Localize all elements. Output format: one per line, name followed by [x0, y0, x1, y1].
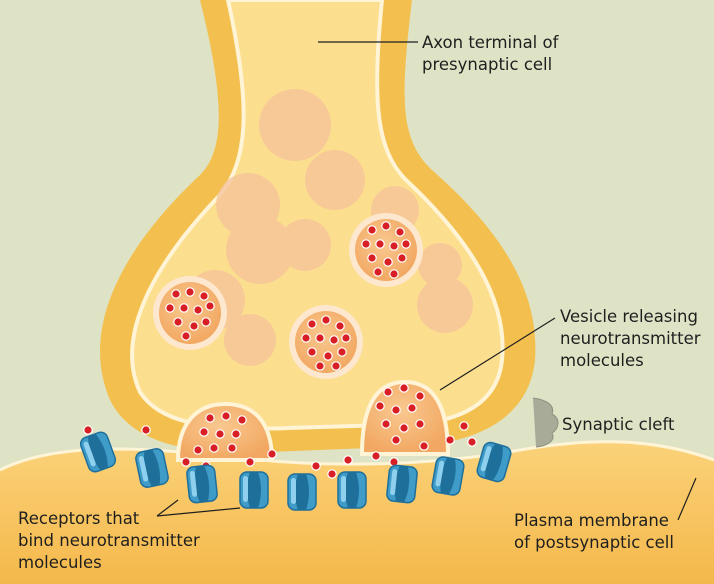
faint-vesicle	[418, 243, 462, 287]
neurotransmitter-dot	[228, 444, 236, 452]
neurotransmitter-dot	[402, 240, 410, 248]
neurotransmitter-dot	[172, 290, 180, 298]
neurotransmitter-dot	[174, 318, 182, 326]
neurotransmitter-dot	[446, 436, 454, 444]
neurotransmitter-dot	[308, 348, 316, 356]
neurotransmitter-dot	[322, 316, 330, 324]
neurotransmitter-dot	[468, 438, 476, 446]
neurotransmitter-dot	[372, 452, 380, 460]
neurotransmitter-dot	[460, 422, 468, 430]
neurotransmitter-dot	[390, 270, 398, 278]
neurotransmitter-dot	[194, 306, 202, 314]
plasma-label-line-2: of postsynaptic cell	[514, 532, 674, 554]
axon-terminal-label: Axon terminal of presynaptic cell	[422, 32, 558, 76]
faint-vesicle	[259, 89, 331, 161]
neurotransmitter-dot	[362, 240, 370, 248]
neurotransmitter-dot	[382, 222, 390, 230]
neurotransmitter-dot	[400, 384, 408, 392]
neurotransmitter-dot	[408, 404, 416, 412]
neurotransmitter-dot	[374, 268, 382, 276]
synaptic-cleft-marker	[533, 398, 558, 447]
neurotransmitter-dot	[232, 430, 240, 438]
axon-terminal-label-line-1: Axon terminal of	[422, 32, 558, 54]
neurotransmitter-dot	[392, 436, 400, 444]
neurotransmitter-dot	[238, 416, 246, 424]
plasma-membrane-label: Plasma membrane of postsynaptic cell	[514, 510, 674, 554]
neurotransmitter-dot	[336, 322, 344, 330]
neurotransmitter-dot	[190, 322, 198, 330]
neurotransmitter-dot	[246, 458, 254, 466]
neurotransmitter-dot	[222, 412, 230, 420]
neurotransmitter-dot	[392, 406, 400, 414]
neurotransmitter-dot	[324, 352, 332, 360]
neurotransmitter-dot	[194, 446, 202, 454]
neurotransmitter-dot	[312, 462, 320, 470]
axon-terminal-label-line-2: presynaptic cell	[422, 54, 558, 76]
neurotransmitter-dot	[316, 362, 324, 370]
receptor	[386, 465, 418, 504]
faint-vesicle	[305, 150, 365, 210]
neurotransmitter-dot	[330, 336, 338, 344]
neurotransmitter-dot	[390, 242, 398, 250]
neurotransmitter-dot	[338, 348, 346, 356]
synaptic-cleft-label: Synaptic cleft	[562, 414, 674, 436]
neurotransmitter-dot	[308, 320, 316, 328]
receptor	[431, 456, 465, 496]
receptors-label-line-1: Receptors that	[18, 508, 200, 530]
receptor	[186, 465, 218, 504]
receptors-label-line-2: bind neurotransmitter	[18, 530, 200, 552]
neurotransmitter-dot	[210, 444, 218, 452]
faint-vesicle	[279, 219, 331, 271]
receptor	[240, 472, 268, 508]
neurotransmitter-dot	[182, 458, 190, 466]
neurotransmitter-dot	[400, 424, 408, 432]
vesicle-label-line-1: Vesicle releasing	[560, 306, 701, 328]
neurotransmitter-dot	[302, 334, 310, 342]
neurotransmitter-dot	[328, 470, 336, 478]
neurotransmitter-dot	[182, 332, 190, 340]
neurotransmitter-dot	[268, 450, 276, 458]
neurotransmitter-dot	[200, 292, 208, 300]
neurotransmitter-dot	[316, 334, 324, 342]
receptor	[338, 472, 366, 508]
neurotransmitter-dot	[368, 226, 376, 234]
neurotransmitter-dot	[166, 304, 174, 312]
neurotransmitter-dot	[382, 420, 390, 428]
neurotransmitter-dot	[384, 388, 392, 396]
neurotransmitter-dot	[216, 430, 224, 438]
neurotransmitter-dot	[416, 420, 424, 428]
faint-vesicle	[224, 314, 276, 366]
neurotransmitter-dot	[206, 302, 214, 310]
vesicle-label-line-3: molecules	[560, 350, 701, 372]
neurotransmitter-dot	[142, 426, 150, 434]
neurotransmitter-dot	[202, 318, 210, 326]
plasma-label-line-1: Plasma membrane	[514, 510, 674, 532]
neurotransmitter-dot	[384, 258, 392, 266]
neurotransmitter-dot	[344, 456, 352, 464]
neurotransmitter-dot	[206, 414, 214, 422]
receptors-label-line-3: molecules	[18, 552, 200, 574]
neurotransmitter-dot	[398, 254, 406, 262]
neurotransmitter-dot	[84, 426, 92, 434]
neurotransmitter-dot	[332, 362, 340, 370]
neurotransmitter-dot	[376, 402, 384, 410]
neurotransmitter-dot	[342, 334, 350, 342]
neurotransmitter-dot	[186, 288, 194, 296]
receptors-label: Receptors that bind neurotransmitter mol…	[18, 508, 200, 574]
neurotransmitter-dot	[368, 254, 376, 262]
receptor	[288, 474, 316, 510]
neurotransmitter-dot	[200, 428, 208, 436]
neurotransmitter-dot	[420, 442, 428, 450]
vesicle-label-line-2: neurotransmitter	[560, 328, 701, 350]
neurotransmitter-dot	[180, 304, 188, 312]
vesicle-releasing-label: Vesicle releasing neurotransmitter molec…	[560, 306, 701, 372]
neurotransmitter-dot	[376, 240, 384, 248]
neurotransmitter-dot	[396, 228, 404, 236]
neurotransmitter-dot	[416, 392, 424, 400]
vesicle-2	[153, 276, 227, 350]
